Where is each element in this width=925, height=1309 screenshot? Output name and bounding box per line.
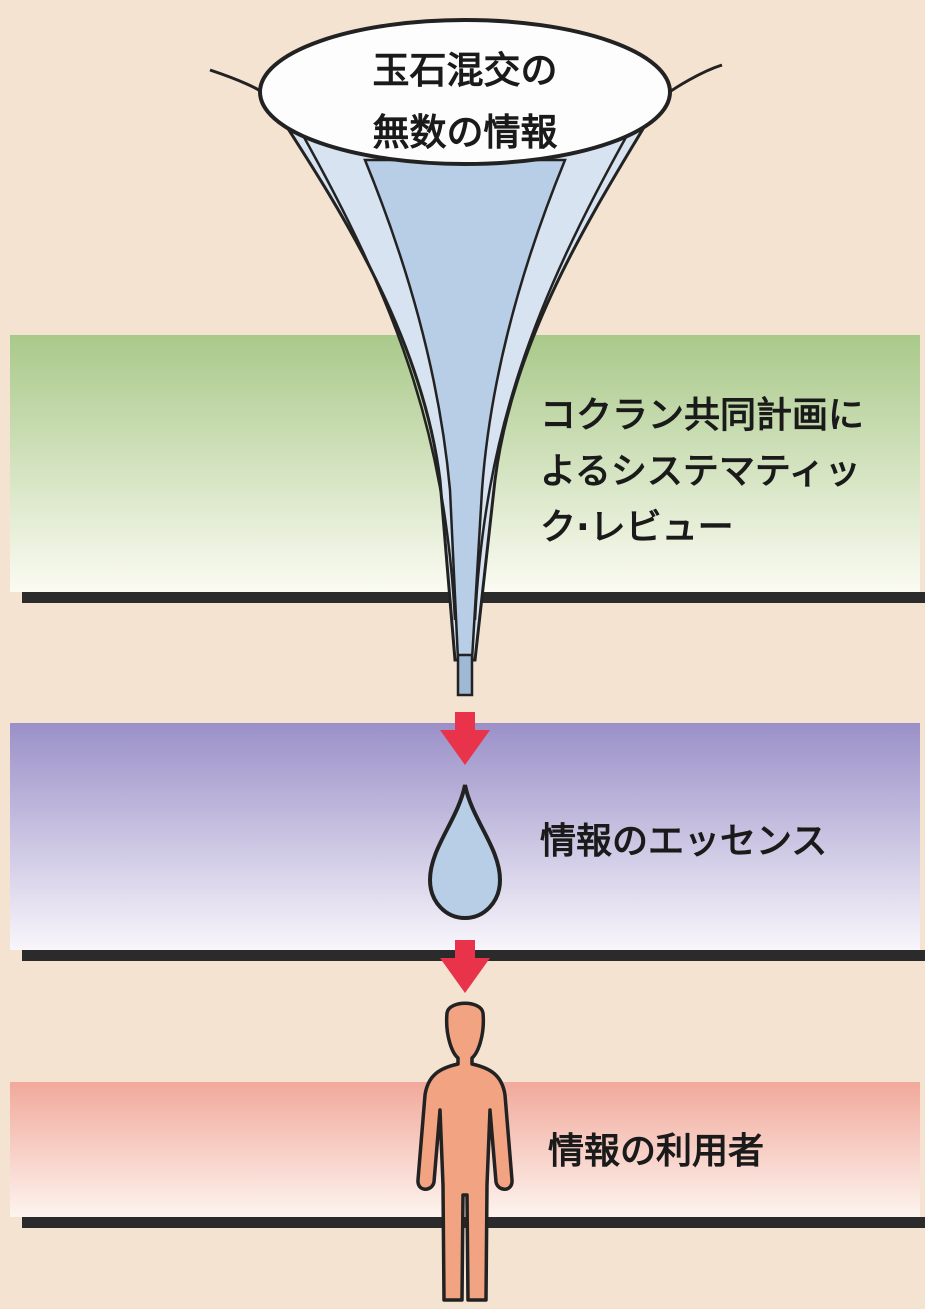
essence-label: 情報のエッセンス — [540, 821, 828, 862]
arrow-down-1 — [440, 712, 490, 765]
user-label: 情報の利用者 — [548, 1131, 765, 1172]
funnel-mouth — [258, 18, 672, 166]
funnel-wave-right — [664, 63, 723, 97]
funnel-top-label-line: 玉石混交の — [372, 49, 558, 92]
funnel-spout — [456, 653, 474, 697]
review-label-line: よるシステマティッ — [540, 451, 861, 492]
funnel-top-label-line: 無数の情報 — [372, 111, 558, 154]
person-icon — [416, 1001, 514, 1302]
funnel-top-label: 玉石混交の 無数の情報 — [355, 40, 575, 164]
funnel-wave-left — [209, 68, 267, 97]
arrow-down-2 — [440, 940, 490, 993]
review-label: コクラン共同計画に よるシステマティッ ク·レビュー — [540, 388, 925, 556]
review-label-line: コクラン共同計画に — [540, 395, 865, 436]
funnel — [209, 18, 723, 697]
review-label-line: ク·レビュー — [540, 507, 734, 548]
droplet-icon — [427, 784, 503, 921]
